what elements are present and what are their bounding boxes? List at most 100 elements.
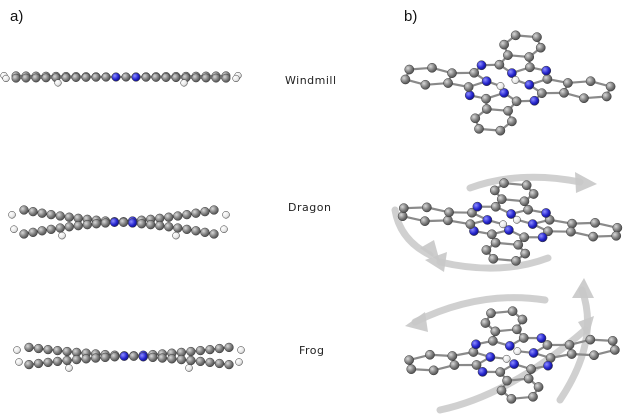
carbon-atom — [186, 346, 196, 357]
carbon-atom — [447, 351, 458, 361]
carbon-atom — [55, 211, 65, 221]
carbon-atom — [41, 73, 51, 83]
dragon-top-view — [397, 178, 623, 266]
carbon-atom — [191, 208, 201, 218]
hydrogen-atom — [65, 364, 73, 372]
carbon-atom — [585, 334, 596, 345]
carbon-atom — [611, 230, 622, 241]
carbon-atom — [567, 218, 577, 229]
carbon-atom — [209, 205, 219, 215]
carbon-atom — [33, 358, 44, 369]
carbon-atom — [182, 210, 192, 220]
carbon-atom — [151, 72, 161, 82]
carbon-atom — [563, 78, 573, 88]
carbon-atom — [511, 256, 521, 266]
carbon-atom — [425, 349, 435, 360]
carbon-atom — [486, 308, 496, 319]
carbon-atom — [481, 245, 492, 255]
nitrogen-atom — [127, 218, 138, 228]
nitrogen-atom — [111, 72, 121, 82]
carbon-atom — [176, 354, 187, 365]
carbon-atom — [601, 91, 612, 102]
hydrogen-atom — [496, 82, 505, 90]
carbon-atom — [91, 72, 101, 82]
nitrogen-atom — [524, 79, 535, 90]
carbon-atom — [481, 104, 492, 114]
carbon-atom — [519, 232, 530, 243]
carbon-atom — [607, 336, 618, 346]
nitrogen-atom — [543, 360, 553, 371]
hydrogen-atom — [513, 347, 522, 356]
nitrogen-atom — [537, 232, 548, 243]
carbon-atom — [201, 73, 211, 83]
carbon-atom — [444, 207, 454, 218]
rotation-arrow — [391, 206, 434, 259]
nitrogen-atom — [529, 95, 540, 106]
hydrogen-atom — [502, 354, 511, 363]
carbon-atom — [148, 352, 158, 363]
carbon-atom — [118, 217, 129, 227]
carbon-atom — [46, 224, 56, 234]
carbon-atom — [520, 248, 531, 259]
carbon-atom — [400, 74, 411, 85]
carbon-atom — [141, 72, 151, 82]
carbon-atom — [470, 113, 481, 124]
carbon-atom — [73, 221, 83, 231]
carbon-atom — [43, 344, 53, 355]
carbon-atom — [535, 42, 546, 53]
dragon-side-view — [8, 205, 230, 240]
carbon-atom — [469, 67, 480, 78]
nitrogen-atom — [509, 359, 520, 369]
carbon-atom — [31, 73, 41, 83]
row-label-windmill: Windmill — [285, 74, 337, 87]
carbon-atom — [518, 333, 529, 343]
nitrogen-atom — [471, 339, 481, 350]
carbon-atom — [205, 344, 215, 355]
carbon-atom — [19, 205, 29, 215]
hydrogen-atom — [220, 225, 228, 233]
carbon-atom — [564, 340, 575, 350]
carbon-atom — [200, 227, 210, 237]
carbon-atom — [496, 385, 507, 396]
carbon-atom — [481, 93, 491, 104]
carbon-atom — [398, 203, 409, 214]
nitrogen-atom — [472, 201, 483, 212]
nitrogen-atom — [464, 90, 475, 101]
arrow-head — [425, 252, 447, 272]
hydrogen-atom — [54, 79, 62, 87]
panel-label-b: b) — [404, 8, 417, 25]
hydrogen-atom — [512, 215, 521, 224]
carbon-atom — [171, 73, 181, 83]
carbon-atom — [528, 391, 538, 402]
carbon-atom — [110, 352, 120, 362]
carbon-atom — [542, 74, 553, 84]
carbon-atom — [33, 343, 44, 354]
carbon-atom — [588, 231, 599, 242]
carbon-atom — [221, 73, 231, 83]
hydrogen-atom — [235, 358, 243, 366]
carbon-atom — [528, 189, 539, 199]
nitrogen-atom — [485, 352, 496, 362]
carbon-atom — [224, 359, 234, 370]
carbon-atom — [406, 364, 417, 374]
arrow-head — [420, 240, 440, 262]
carbon-atom — [11, 73, 21, 83]
carbon-atom — [157, 353, 167, 363]
carbon-atom — [167, 354, 177, 364]
rotation-arrow — [436, 254, 552, 272]
carbon-atom — [24, 342, 34, 353]
carbon-atom — [494, 59, 505, 70]
carbon-atom — [474, 123, 484, 134]
carbon-atom — [101, 72, 111, 82]
nitrogen-atom — [131, 72, 141, 82]
carbon-atom — [24, 359, 34, 370]
carbon-atom — [121, 72, 131, 82]
carbon-atom — [612, 222, 623, 233]
carbon-atom — [517, 314, 528, 325]
carbon-atom — [61, 73, 71, 83]
carbon-atom — [495, 367, 506, 377]
arrow-head — [405, 312, 428, 332]
carbon-atom — [164, 212, 174, 222]
hydrogen-atom — [172, 231, 180, 240]
